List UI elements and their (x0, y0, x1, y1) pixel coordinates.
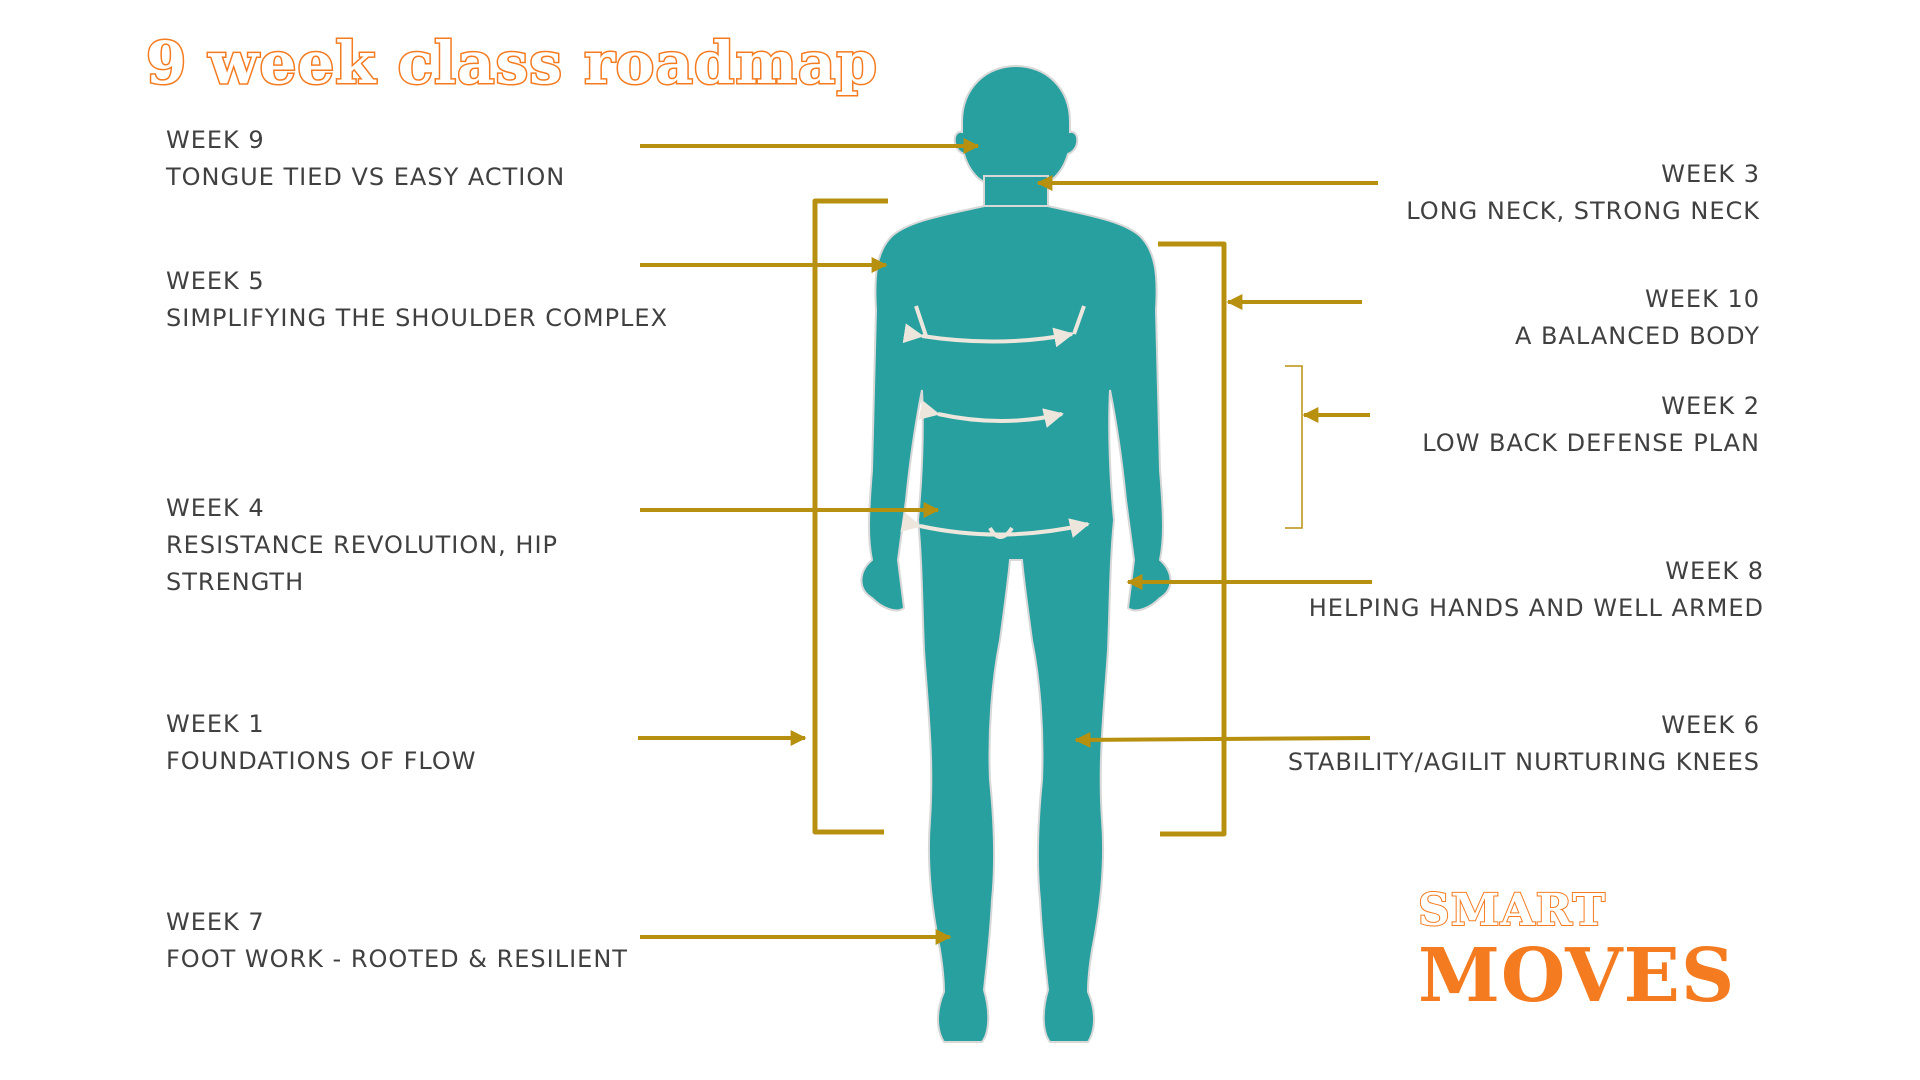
week-number: WEEK 10 (1645, 285, 1760, 313)
week-topic-line2: STRENGTH (166, 568, 305, 596)
brand-moves: MOVES (1418, 933, 1736, 1019)
head-shape (953, 64, 1079, 183)
week-topic: STABILITY/AGILIT NURTURING KNEES (1287, 748, 1760, 776)
smart-moves-logo: SMART MOVES (1417, 885, 1736, 1019)
week-number: WEEK 5 (166, 267, 265, 295)
week-number: WEEK 2 (1661, 392, 1760, 420)
week-topic: A BALANCED BODY (1514, 322, 1760, 350)
label-week1: WEEK 1 FOUNDATIONS OF FLOW (166, 706, 477, 780)
week-number: WEEK 1 (166, 710, 265, 738)
chest-measure-line (902, 323, 1074, 348)
label-week10: WEEK 10 A BALANCED BODY (1515, 281, 1760, 355)
label-week7: WEEK 7 FOOT WORK - ROOTED & RESILIENT (166, 904, 628, 978)
body-shape (860, 205, 1172, 1043)
label-week5: WEEK 5 SIMPLIFYING THE SHOULDER COMPLEX (166, 263, 668, 337)
chest-strap-right (1072, 305, 1086, 335)
week-topic: HELPING HANDS AND WELL ARMED (1308, 594, 1764, 622)
arrow-week6 (1074, 731, 1371, 748)
week-topic: SIMPLIFYING THE SHOULDER COMPLEX (166, 304, 669, 332)
label-week3: WEEK 3 LONG NECK, STRONG NECK (1406, 156, 1760, 230)
small-bracket (1285, 365, 1303, 529)
waist-measure-line (918, 400, 1064, 428)
label-week9: WEEK 9 TONGUE TIED VS EASY ACTION (166, 122, 565, 196)
week-topic: FOOT WORK - ROOTED & RESILIENT (166, 945, 628, 973)
week-topic: RESISTANCE REVOLUTION, HIP (166, 531, 559, 559)
left-bracket (812, 198, 888, 835)
week-topic: TONGUE TIED VS EASY ACTION (166, 163, 566, 191)
label-week6: WEEK 6 STABILITY/AGILIT NURTURING KNEES (1288, 707, 1760, 781)
page-title: 9 week class roadmap (145, 29, 879, 97)
brackets (812, 198, 1227, 837)
label-week8: WEEK 8 HELPING HANDS AND WELL ARMED (1309, 553, 1764, 627)
week-number: WEEK 4 (166, 494, 265, 522)
week-number: WEEK 8 (1665, 557, 1764, 585)
week-topic: LOW BACK DEFENSE PLAN (1422, 429, 1760, 457)
arrows (638, 138, 1378, 945)
label-week2: WEEK 2 LOW BACK DEFENSE PLAN (1422, 388, 1760, 462)
week-number: WEEK 7 (166, 908, 265, 936)
week-number: WEEK 9 (166, 126, 265, 154)
week-topic: LONG NECK, STRONG NECK (1406, 197, 1760, 225)
label-week4: WEEK 4 RESISTANCE REVOLUTION, HIP STRENG… (166, 490, 558, 601)
human-figure (860, 64, 1172, 1043)
brand-smart: SMART (1417, 885, 1607, 936)
chest-strap-left (914, 305, 928, 337)
measurement-lines (900, 305, 1090, 539)
right-bracket (1158, 241, 1227, 837)
week-number: WEEK 3 (1661, 160, 1760, 188)
week-number: WEEK 6 (1661, 711, 1760, 739)
week-topic: FOUNDATIONS OF FLOW (166, 747, 477, 775)
crotch-measure-curve (988, 526, 1014, 539)
